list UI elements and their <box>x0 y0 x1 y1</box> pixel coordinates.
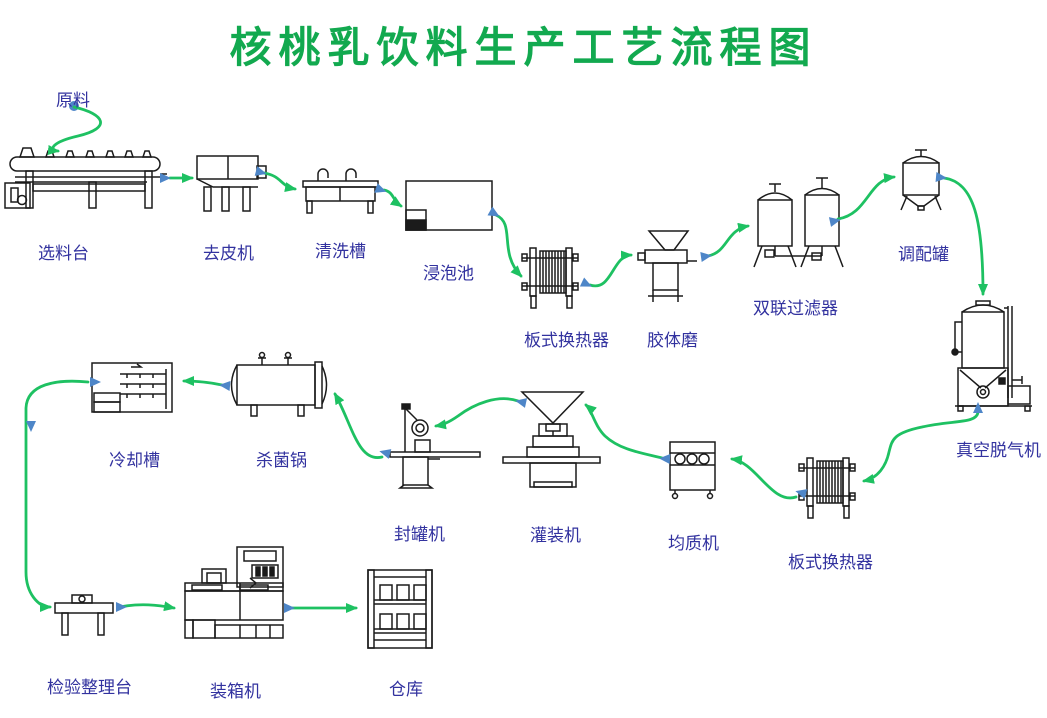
label-warehouse: 仓库 <box>389 680 423 700</box>
connector-filling-machine-to-can-sealer <box>434 397 520 430</box>
connector-vacuum-degasser-to-heat-exchanger-2 <box>862 410 980 484</box>
connector-duplex-filter-to-blending-tank <box>836 173 896 221</box>
label-colloid-mill: 胶体磨 <box>647 331 698 351</box>
label-peeling-machine: 去皮机 <box>203 244 254 264</box>
label-plate-heat-exchanger-2: 板式换热器 <box>788 553 873 573</box>
label-sterilizing-pot: 杀菌锅 <box>256 451 307 471</box>
equipment-washing-tank-icon <box>302 168 379 214</box>
label-homogenizer: 均质机 <box>668 534 719 554</box>
connector-cooling-tank-to-inspection-table <box>24 379 90 612</box>
label-raw-material: 原料 <box>56 91 90 111</box>
flow-connectors <box>24 101 988 613</box>
label-duplex-filter: 双联过滤器 <box>753 299 838 319</box>
connector-homogenizer-to-filling-machine <box>584 403 664 460</box>
equipment-duplex-filter-icon <box>753 177 844 268</box>
connector-colloid-mill-to-duplex-filter <box>706 222 750 258</box>
equipment-peeling-machine-icon <box>196 155 267 212</box>
equipment-cooling-tank-icon <box>91 362 173 413</box>
equipment-warehouse-icon <box>367 569 433 649</box>
connector-washing-tank-to-soaking-pool <box>382 188 403 208</box>
equipment-sterilizing-pot-icon <box>230 351 328 417</box>
equipment-blending-tank-icon <box>900 149 942 211</box>
connector-peeling-machine-to-washing-tank <box>262 171 297 192</box>
equipment-soaking-pool-icon <box>405 180 493 231</box>
label-filling-machine: 灌装机 <box>530 526 581 546</box>
connector-can-sealer-to-sterilizing-pot <box>333 392 384 459</box>
equipment-inspection-table-icon <box>54 594 114 636</box>
connector-raw-material-to-selection-table <box>47 105 102 155</box>
equipment-vacuum-degasser-icon <box>951 300 1032 412</box>
connector-heat-exchanger-1-to-colloid-mill <box>588 250 633 288</box>
equipment-colloid-mill-icon <box>637 230 697 302</box>
connector-blending-tank-to-vacuum-degasser <box>942 176 988 296</box>
connector-attachment-arrowheads <box>26 166 983 613</box>
label-blending-tank: 调配罐 <box>898 245 949 265</box>
equipment-selection-table-icon <box>4 147 167 209</box>
label-can-sealing-machine: 封罐机 <box>394 525 445 545</box>
label-soaking-pool: 浸泡池 <box>423 264 474 284</box>
label-plate-heat-exchanger-1: 板式换热器 <box>524 331 609 351</box>
page-title: 核桃乳饮料生产工艺流程图 <box>229 23 818 72</box>
connector-inspection-table-to-boxing-machine <box>118 601 176 612</box>
equipment-can-sealing-machine-icon <box>389 403 481 489</box>
connector-heat-exchanger-2-to-homogenizer <box>730 455 798 500</box>
label-cooling-tank: 冷却槽 <box>109 451 160 471</box>
label-vacuum-degasser: 真空脱气机 <box>956 441 1041 461</box>
equipment-boxing-machine-icon <box>184 546 284 639</box>
equipment-plate-heat-exchanger-1-icon <box>521 247 579 309</box>
connector-soaking-pool-to-heat-exchanger-1 <box>494 213 523 278</box>
equipment-filling-machine-icon <box>502 391 601 488</box>
label-selection-table: 选料台 <box>38 244 89 264</box>
label-boxing-machine: 装箱机 <box>210 682 261 702</box>
equipment-plate-heat-exchanger-2-icon <box>798 457 856 519</box>
label-inspection-table: 检验整理台 <box>47 678 132 698</box>
label-washing-tank: 清洗槽 <box>315 242 366 262</box>
equipment-homogenizer-icon <box>669 441 716 500</box>
connector-sterilizing-pot-to-cooling-tank <box>182 376 224 387</box>
